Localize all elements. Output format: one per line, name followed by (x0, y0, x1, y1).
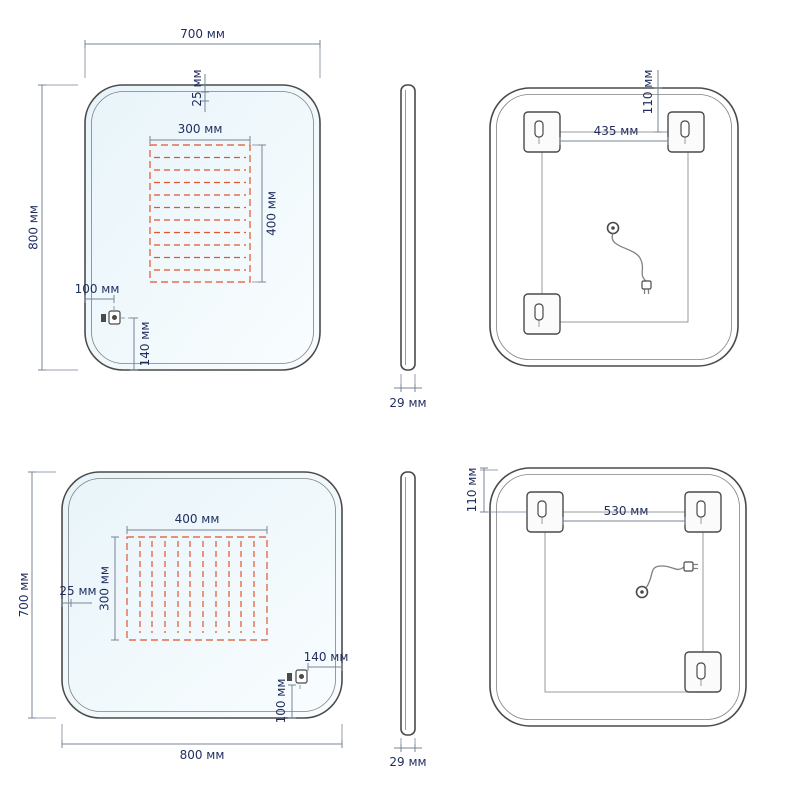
side-view-top: 29 мм (389, 84, 427, 410)
dim-label-sensor-bottom: 100 мм (274, 679, 288, 724)
dim-label-led-inset: 25 мм (190, 69, 204, 106)
touch-sensor-icon (287, 669, 308, 684)
mounting-bracket-top-left (523, 111, 561, 153)
mounting-frame (541, 131, 689, 323)
dim-label-bracket-span: 435 мм (594, 124, 639, 138)
mirror-inner-edge (68, 478, 336, 712)
dimension-bracket-inset: 110 мм (465, 467, 527, 513)
dimension-led-inset: 25 мм (59, 584, 97, 607)
dim-label-sensor-bottom: 140 мм (138, 322, 152, 367)
dim-label-thickness: 29 мм (389, 755, 426, 769)
heater-zone (126, 536, 268, 641)
dimension-sensor-right: 140 мм (304, 650, 349, 671)
heater-pattern (139, 541, 255, 633)
dimension-heater-height: 400 мм (252, 144, 279, 283)
side-profile (400, 84, 416, 371)
dim-label-width: 700 мм (180, 27, 225, 41)
dim-label-heater-width: 300 мм (178, 122, 223, 136)
dim-label-heater-height: 300 мм (98, 566, 112, 611)
dimension-heater-width: 400 мм (126, 512, 268, 534)
dimension-bracket-span: 435 мм (559, 124, 669, 145)
dim-label-sensor-right: 140 мм (304, 650, 349, 664)
dimension-height: 800 мм (27, 84, 78, 371)
cable (611, 232, 647, 282)
cable-grommet (635, 585, 649, 599)
dimension-height: 700 мм (17, 471, 56, 719)
mirror-outline (84, 84, 321, 371)
power-cord (635, 561, 698, 599)
power-plug-icon (683, 561, 698, 572)
mounting-bracket-top-right (667, 111, 705, 153)
mirror-outline (61, 471, 343, 719)
dimension-heater-height: 300 мм (98, 536, 119, 641)
dimension-thickness: 29 мм (389, 374, 427, 410)
back-view-landscape: 530 мм 110 мм (465, 467, 747, 727)
dimension-sensor-left: 100 мм (75, 282, 120, 311)
power-plug-icon (641, 280, 652, 294)
dimension-sensor-bottom: 100 мм (274, 679, 301, 724)
dimension-bracket-inset: 110 мм (641, 70, 662, 133)
dimension-bracket-span: 530 мм (562, 504, 686, 525)
front-view-portrait: 700 мм 800 мм 25 мм 300 мм 400 мм (27, 27, 321, 371)
back-inner-edge (496, 94, 732, 360)
heater-pattern (154, 156, 246, 271)
heater-border (149, 144, 251, 283)
dim-label-thickness: 29 мм (389, 396, 426, 410)
mounting-bracket-bottom-left (523, 293, 561, 335)
dim-label-heater-width: 400 мм (175, 512, 220, 526)
mounting-bracket-top-left (526, 491, 564, 533)
dimension-sensor-bottom: 140 мм (121, 317, 152, 371)
dim-label-bracket-span: 530 мм (604, 504, 649, 518)
dim-label-sensor-left: 100 мм (75, 282, 120, 296)
dim-label-bracket-inset: 110 мм (641, 70, 655, 115)
dim-label-heater-height: 400 мм (265, 191, 279, 236)
dimension-led-inset: 25 мм (190, 69, 209, 112)
dimension-heater-width: 300 мм (149, 122, 251, 144)
side-profile (400, 471, 416, 736)
heater-zone (149, 144, 251, 283)
dimension-thickness: 29 мм (389, 738, 427, 769)
power-cord (606, 221, 652, 294)
mounting-bracket-bottom-right (684, 651, 722, 693)
back-inner-edge (496, 474, 740, 720)
front-view-landscape: 700 мм 800 мм 25 мм 400 мм 300 мм (17, 471, 349, 762)
touch-sensor-icon (101, 310, 121, 325)
dim-label-width: 800 мм (180, 748, 225, 762)
dim-label-height: 700 мм (17, 573, 31, 618)
mounting-bracket-top-right (684, 491, 722, 533)
dim-label-bracket-inset: 110 мм (465, 468, 479, 513)
dim-label-led-inset: 25 мм (59, 584, 96, 598)
dimension-width: 700 мм (84, 27, 321, 78)
cable (645, 565, 685, 589)
dim-label-height: 800 мм (27, 205, 41, 250)
back-view-portrait: 435 мм 110 мм (489, 70, 739, 367)
mounting-frame (544, 511, 704, 693)
heater-border (126, 536, 268, 641)
side-view-bottom: 29 мм (389, 471, 427, 769)
dimension-width: 800 мм (61, 724, 343, 762)
